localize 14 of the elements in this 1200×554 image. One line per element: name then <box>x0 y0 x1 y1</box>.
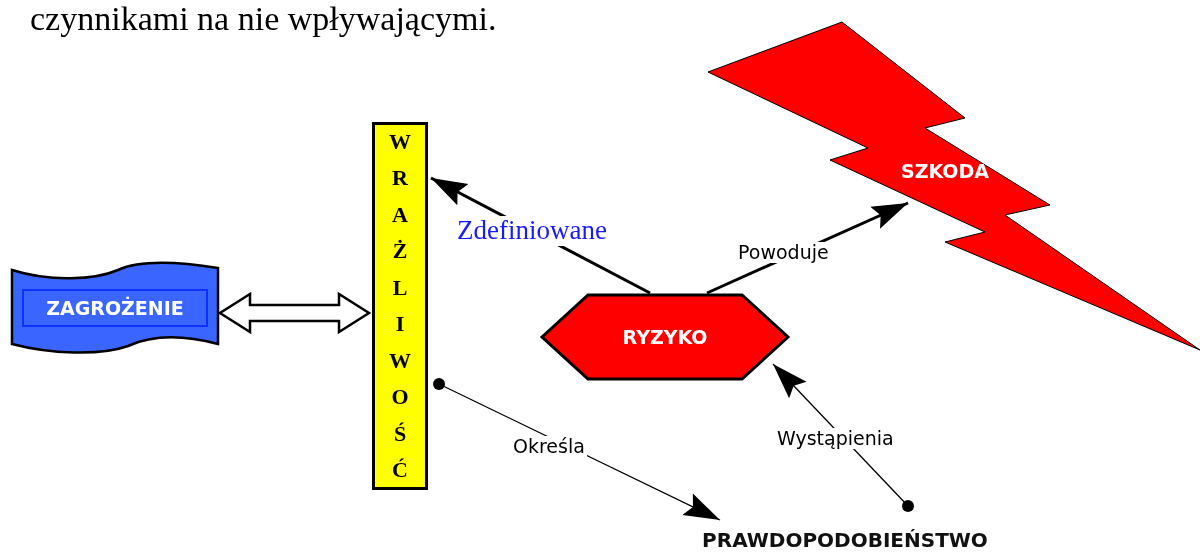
edge-label: Określa <box>511 436 587 457</box>
risk-hexagon <box>540 293 790 381</box>
wave-banner <box>10 262 220 354</box>
node-label: RYZYKO <box>622 326 708 348</box>
node-label: PRAWDOPODOBIEŃSTWO <box>702 528 988 552</box>
vertical-label: WRAŻLIWOŚĆ <box>389 127 411 484</box>
body-text: czynnikami na nie wpływającymi. <box>30 0 497 38</box>
node-label: ZAGROŻENIE <box>22 289 208 327</box>
edge-label: Powoduje <box>736 242 831 263</box>
lightning-bolt <box>706 18 1200 352</box>
vertical-bar <box>372 122 428 490</box>
node-label: SZKODA <box>901 160 989 182</box>
double-block-arrow <box>217 291 372 335</box>
edge-label: Zdefiniowane <box>455 216 609 246</box>
